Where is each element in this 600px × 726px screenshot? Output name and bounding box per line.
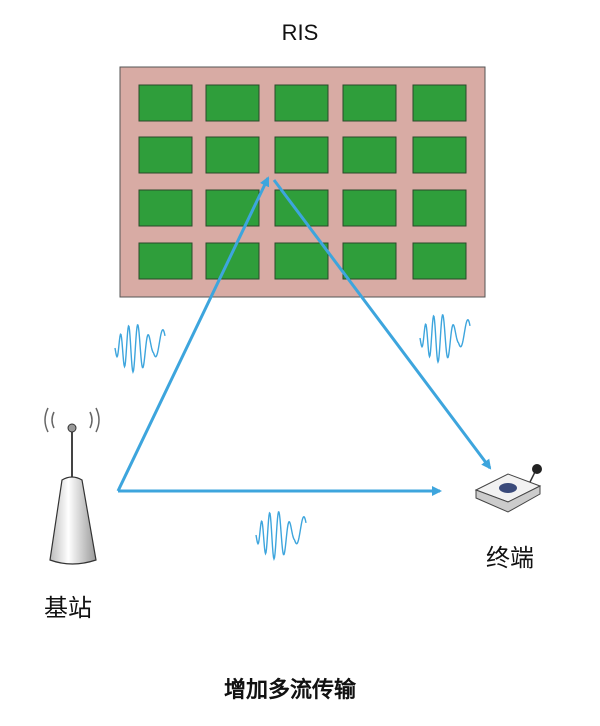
ris-element xyxy=(205,136,260,174)
ris-element xyxy=(342,189,397,227)
ris-element xyxy=(205,84,260,122)
terminal-icon xyxy=(474,464,542,513)
ris-element xyxy=(412,136,467,174)
ris-element xyxy=(274,136,329,174)
ris-element xyxy=(138,242,193,280)
arrow-bs-to-ris xyxy=(116,176,270,492)
ris-element xyxy=(274,84,329,122)
ris-element xyxy=(138,136,193,174)
wave-icon xyxy=(255,510,307,561)
wave-icon xyxy=(114,323,166,374)
ris-element xyxy=(412,84,467,122)
ris-label: RIS xyxy=(281,20,319,45)
base-station-icon xyxy=(44,407,100,565)
ris-panel xyxy=(119,66,486,298)
diagram-title: 增加多流传输 xyxy=(223,678,356,703)
ris-element xyxy=(342,136,397,174)
ris-element xyxy=(274,189,329,227)
base-station-label: 基站 xyxy=(44,594,92,622)
signal-paths xyxy=(116,176,492,496)
ris-element xyxy=(412,189,467,227)
ris-element xyxy=(138,189,193,227)
ris-element xyxy=(205,242,260,280)
ris-element xyxy=(342,242,397,280)
ris-element xyxy=(205,189,260,227)
ris-element xyxy=(412,242,467,280)
wave-icon xyxy=(419,313,471,364)
ris-element xyxy=(138,84,193,122)
ris-element xyxy=(342,84,397,122)
terminal-label: 终端 xyxy=(486,544,534,572)
arrow-ris-to-terminal xyxy=(272,179,492,470)
ris-element xyxy=(274,242,329,280)
